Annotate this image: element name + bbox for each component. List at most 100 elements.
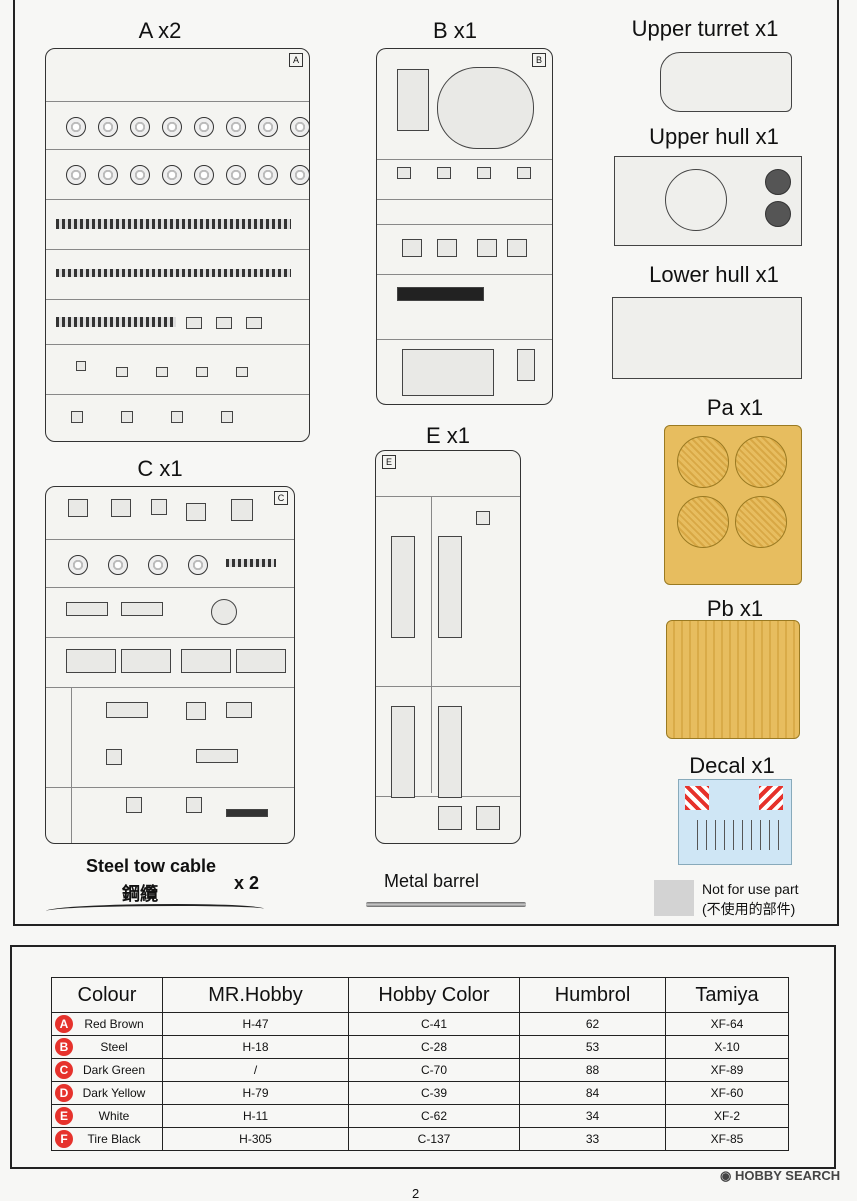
track-link-strip-2 <box>56 269 291 277</box>
parts-page-frame <box>13 0 839 926</box>
mrhobby-code: H-47 <box>162 1012 349 1036</box>
hobby-color-code: C-39 <box>348 1081 520 1105</box>
hobby-search-watermark: ◉ HOBBY SEARCH <box>720 1168 841 1183</box>
tamiya-code: XF-2 <box>665 1104 789 1128</box>
sprue-c: C <box>45 486 295 844</box>
colour-key-badge: C <box>55 1061 73 1079</box>
road-wheels-row-1 <box>66 117 310 137</box>
humbrol-code: 33 <box>519 1127 666 1151</box>
colour-key-badge: B <box>55 1038 73 1056</box>
colour-label: Dark Yellow <box>82 1086 146 1100</box>
metal-barrel-image <box>366 902 526 907</box>
sprue-e-tag: E <box>382 455 396 469</box>
hobby-color-code: C-41 <box>348 1012 520 1036</box>
tow-cable-image <box>46 904 264 916</box>
humbrol-code: 53 <box>519 1035 666 1059</box>
pa-title: Pa x1 <box>706 395 764 420</box>
upper-hull-title: Upper hull x1 <box>649 124 779 149</box>
mrhobby-code: / <box>162 1058 349 1082</box>
sprue-a-title: A x2 <box>138 18 182 43</box>
page-number: 2 <box>412 1186 420 1201</box>
upper-turret-title: Upper turret x1 <box>631 16 779 41</box>
tamiya-code: XF-89 <box>665 1058 789 1082</box>
sprue-c-title: C x1 <box>137 456 183 481</box>
upper-hull-part <box>614 156 802 246</box>
sprue-e: E <box>375 450 521 844</box>
colour-key-badge: E <box>55 1107 73 1125</box>
col-colour: Colour <box>51 977 163 1013</box>
humbrol-code: 62 <box>519 1012 666 1036</box>
colour-key-badge: F <box>55 1130 73 1148</box>
colour-name: F Tire Black <box>51 1127 163 1151</box>
colour-label: Dark Green <box>82 1063 146 1077</box>
sprue-c-tag: C <box>274 491 288 505</box>
upper-turret-part <box>660 52 792 112</box>
track-link-strip-3 <box>56 317 176 327</box>
colour-key-badge: D <box>55 1084 73 1102</box>
tow-cable-label: Steel tow cable <box>86 856 217 876</box>
photo-etch-pa <box>664 425 802 585</box>
photo-etch-pb <box>666 620 800 739</box>
exhaust-grille-part <box>397 287 484 301</box>
tamiya-code: X-10 <box>665 1035 789 1059</box>
hobby-color-code: C-62 <box>348 1104 520 1128</box>
colour-key-badge: A <box>55 1015 73 1033</box>
paint-table-frame <box>10 945 836 1169</box>
lower-hull-title: Lower hull x1 <box>649 262 779 287</box>
sprue-b-title: B x1 <box>432 18 478 43</box>
decal-sheet <box>678 779 792 865</box>
sprue-a: A <box>45 48 310 442</box>
mrhobby-code: H-11 <box>162 1104 349 1128</box>
sprue-b-tag: B <box>532 53 546 67</box>
colour-name: C Dark Green <box>51 1058 163 1082</box>
tamiya-code: XF-64 <box>665 1012 789 1036</box>
sprue-b: B <box>376 48 553 405</box>
sprue-a-tag: A <box>289 53 303 67</box>
colour-label: Red Brown <box>84 1017 144 1031</box>
humbrol-code: 34 <box>519 1104 666 1128</box>
mrhobby-code: H-79 <box>162 1081 349 1105</box>
metal-barrel-label: Metal barrel <box>384 871 480 891</box>
track-link-strip-1 <box>56 219 291 229</box>
tamiya-code: XF-60 <box>665 1081 789 1105</box>
not-for-use-label: Not for use part <box>702 881 799 897</box>
col-hobby-color: Hobby Color <box>348 977 520 1013</box>
colour-label: White <box>98 1109 130 1123</box>
tamiya-code: XF-85 <box>665 1127 789 1151</box>
paint-table: Colour MR.Hobby Hobby Color Humbrol Tami… <box>51 977 789 1151</box>
pb-title: Pb x1 <box>706 596 764 621</box>
colour-label: Steel <box>100 1040 128 1054</box>
colour-name: B Steel <box>51 1035 163 1059</box>
col-tamiya: Tamiya <box>665 977 789 1013</box>
turret-ring-part <box>437 67 534 149</box>
colour-name: A Red Brown <box>51 1012 163 1036</box>
sprue-e-title: E x1 <box>425 423 471 448</box>
decal-title: Decal x1 <box>689 753 775 778</box>
col-humbrol: Humbrol <box>519 977 666 1013</box>
tow-cable-qty: x 2 <box>234 873 260 893</box>
colour-name: D Dark Yellow <box>51 1081 163 1105</box>
road-wheels-row-2 <box>66 165 310 185</box>
hobby-color-code: C-70 <box>348 1058 520 1082</box>
lower-hull-part <box>612 297 802 379</box>
mrhobby-code: H-18 <box>162 1035 349 1059</box>
humbrol-code: 88 <box>519 1058 666 1082</box>
hobby-color-code: C-28 <box>348 1035 520 1059</box>
colour-label: Tire Black <box>87 1132 141 1146</box>
tow-cable-label-cn: 鋼纜 <box>122 884 158 904</box>
not-for-use-swatch <box>654 880 694 916</box>
mrhobby-code: H-305 <box>162 1127 349 1151</box>
watermark-logo-icon: ◉ <box>720 1168 735 1183</box>
humbrol-code: 84 <box>519 1081 666 1105</box>
paint-table-header: Colour MR.Hobby Hobby Color Humbrol Tami… <box>51 977 789 1013</box>
col-mrhobby: MR.Hobby <box>162 977 349 1013</box>
not-for-use-label-cn: (不使用的部件) <box>702 901 796 917</box>
colour-name: E White <box>51 1104 163 1128</box>
hobby-color-code: C-137 <box>348 1127 520 1151</box>
